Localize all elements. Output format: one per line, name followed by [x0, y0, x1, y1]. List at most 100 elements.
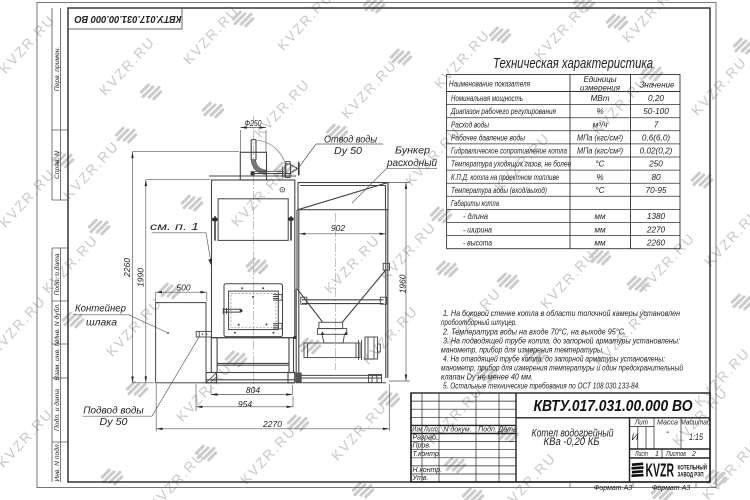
svg-text:KVZR.RU: KVZR.RU	[321, 231, 383, 296]
svg-text:Расход воды: Расход воды	[451, 120, 489, 129]
svg-text:KVZR.RU: KVZR.RU	[180, 2, 242, 67]
svg-text:- высота: - высота	[463, 238, 492, 247]
svg-text:KVZR.RU: KVZR.RU	[39, 231, 101, 296]
svg-text:Пров.: Пров.	[413, 443, 432, 450]
svg-text:Перв. примен.: Перв. примен.	[54, 47, 61, 92]
svg-text:манометр, прибор для измерения: манометр, прибор для измерения температу…	[441, 363, 683, 373]
svg-text:Формат А3: Формат А3	[594, 485, 632, 492]
svg-text:шлака: шлака	[86, 317, 117, 329]
svg-text:Техническая характеристика: Техническая характеристика	[493, 56, 653, 72]
svg-text:500: 500	[176, 283, 190, 293]
svg-text:902: 902	[331, 223, 345, 233]
svg-text:KVZR.RU: KVZR.RU	[0, 11, 58, 76]
svg-text:КВТУ.017.031.00.000 ВО: КВТУ.017.031.00.000 ВО	[75, 13, 182, 25]
svg-text:KVZR.RU: KVZR.RU	[173, 359, 235, 424]
svg-text:KVZR.RU: KVZR.RU	[328, 398, 390, 463]
svg-text:Инв. N подл.: Инв. N подл.	[53, 442, 61, 481]
svg-text:Dy 50: Dy 50	[100, 416, 128, 428]
svg-text:KVZR.RU: KVZR.RU	[701, 204, 750, 269]
svg-text:1960: 1960	[397, 274, 407, 293]
svg-text:Листов: Листов	[665, 451, 686, 458]
svg-text:2270: 2270	[262, 419, 282, 429]
svg-text:Диапазон рабочего регулировани: Диапазон рабочего регулирования	[450, 107, 556, 116]
svg-text:0,02(0,2): 0,02(0,2)	[640, 147, 673, 156]
svg-text:Формат А3: Формат А3	[652, 485, 690, 492]
svg-text:Значение: Значение	[640, 81, 675, 90]
svg-text:Т.контр.: Т.контр.	[413, 451, 441, 458]
svg-text:Отвод воды: Отвод воды	[324, 134, 377, 146]
svg-text:м³/ч: м³/ч	[593, 120, 609, 129]
svg-text:N докум.: N докум.	[443, 425, 471, 433]
svg-text:см. п. 1: см. п. 1	[150, 221, 199, 233]
svg-text:Температура воды (вход/выход): Температура воды (вход/выход)	[451, 186, 547, 195]
svg-text:KVZR.RU: KVZR.RU	[0, 405, 56, 470]
svg-text:МПа (кгс/см²): МПа (кгс/см²)	[577, 134, 623, 143]
svg-text:расходный: расходный	[386, 157, 437, 169]
svg-text:KVZR.RU: KVZR.RU	[531, 0, 593, 63]
svg-text:2260: 2260	[122, 258, 132, 278]
svg-text:Подвод воды: Подвод воды	[83, 405, 144, 417]
svg-text:манометр, прибор для измерения: манометр, прибор для измерения температу…	[441, 345, 604, 355]
svg-text:КВТУ.017.031.00.000 ВО: КВТУ.017.031.00.000 ВО	[534, 398, 693, 415]
svg-text:КОТЕЛЬНЫЙ: КОТЕЛЬНЫЙ	[678, 462, 708, 471]
svg-text:%: %	[596, 173, 603, 182]
svg-text:-: -	[666, 427, 670, 438]
svg-text:3. На подводящей трубе котла,: 3. На подводящей трубе котла, до запорно…	[443, 336, 680, 346]
svg-text:1: 1	[655, 451, 659, 458]
svg-text:измерения: измерения	[580, 83, 621, 92]
svg-text:мм: мм	[594, 238, 606, 247]
svg-text:0,20: 0,20	[648, 94, 664, 103]
svg-text:°С: °С	[595, 186, 604, 195]
svg-text:Контейнер: Контейнер	[75, 303, 126, 315]
svg-text:Температура уходящих газов, не: Температура уходящих газов, не более	[451, 160, 571, 169]
svg-text:KVZR.RU: KVZR.RU	[619, 0, 681, 46]
svg-text:Габариты котла: Габариты котла	[451, 199, 499, 208]
svg-text:KVZR: KVZR	[646, 461, 675, 481]
svg-text:%: %	[596, 107, 603, 116]
svg-text:1990: 1990	[135, 268, 145, 287]
svg-text:KVZR.RU: KVZR.RU	[497, 449, 559, 500]
svg-text:80: 80	[651, 173, 661, 182]
svg-text:Рабочее давление воды: Рабочее давление воды	[451, 134, 525, 143]
svg-text:Дата: Дата	[497, 426, 517, 433]
svg-text:КВа -0,20 КБ: КВа -0,20 КБ	[544, 436, 600, 448]
svg-text:мм: мм	[594, 225, 606, 234]
svg-text:мм: мм	[594, 212, 606, 221]
svg-text:KVZR.RU: KVZR.RU	[688, 53, 750, 118]
svg-text:1:15: 1:15	[689, 432, 704, 442]
svg-text:5. Остальные технические требо: 5. Остальные технические требования по О…	[443, 381, 640, 391]
svg-text:2: 2	[691, 451, 696, 458]
svg-text:0,6(6,0): 0,6(6,0)	[642, 134, 670, 143]
svg-text:70-95: 70-95	[646, 186, 667, 195]
svg-text:МПа (кгс/см²): МПа (кгс/см²)	[577, 147, 623, 156]
svg-text:Наименование показателя: Наименование показателя	[449, 80, 530, 89]
svg-text:4. На отводящей трубе котла, д: 4. На отводящей трубе котла, до запорной…	[443, 354, 665, 364]
svg-text:1. На боковой стенке котла в о: 1. На боковой стенке котла в области топ…	[443, 308, 680, 318]
svg-text:Гидравлическое сопротивление к: Гидравлическое сопротивление котла	[451, 147, 567, 156]
svg-text:2260: 2260	[646, 238, 666, 247]
svg-text:Подп.: Подп.	[478, 425, 497, 433]
svg-text:Утв.: Утв.	[412, 475, 429, 482]
svg-text:Изм Лист: Изм Лист	[412, 427, 438, 434]
svg-text:954: 954	[238, 399, 252, 409]
svg-text:KVZR.RU: KVZR.RU	[60, 137, 122, 202]
svg-text:Номинальная мощность: Номинальная мощность	[451, 94, 523, 103]
svg-text:KVZR.RU: KVZR.RU	[251, 75, 313, 140]
svg-text:К.П.Д. котла на проектном топл: К.П.Д. котла на проектном топливе	[451, 173, 559, 182]
svg-text:1380: 1380	[647, 212, 666, 221]
svg-text:KVZR.RU: KVZR.RU	[0, 165, 58, 230]
svg-text:ЗАВОД РЭП: ЗАВОД РЭП	[678, 472, 704, 479]
svg-text:7: 7	[654, 120, 659, 129]
svg-text:пробоотборный штуцер.: пробоотборный штуцер.	[441, 317, 517, 327]
svg-text:Взам. инв. N: Взам. инв. N	[54, 341, 61, 380]
svg-text:Инв. N дубл.: Инв. N дубл.	[53, 303, 61, 342]
svg-text:50-100: 50-100	[643, 107, 669, 116]
svg-text:KVZR.RU: KVZR.RU	[338, 56, 400, 121]
svg-text:°С: °С	[595, 160, 604, 169]
svg-text:250: 250	[648, 160, 663, 169]
svg-text:- длина: - длина	[463, 212, 488, 221]
svg-text:Котел водогрейный: Котел водогрейный	[532, 428, 614, 440]
svg-text:- ширина: - ширина	[463, 225, 492, 234]
svg-text:KVZR.RU: KVZR.RU	[96, 33, 158, 98]
svg-text:2. Температура воды на входе 7: 2. Температура воды на входе 70°С, на вы…	[442, 327, 626, 337]
